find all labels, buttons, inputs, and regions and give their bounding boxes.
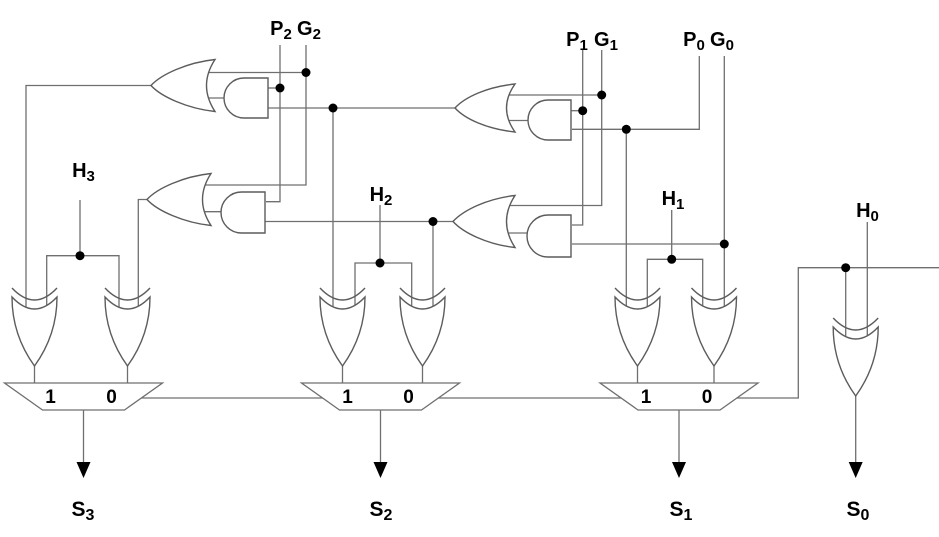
- junction-dot: [578, 106, 588, 116]
- signal-labels: P2 G2 P1 G1 P0 G0 H3 H2 H1 H0 S3 S2 S1 S…: [72, 18, 879, 524]
- label-p0: P0: [683, 29, 705, 54]
- wire-g2: [201, 45, 307, 186]
- mux-s2-input-1-label: 1: [342, 387, 353, 408]
- junction-dot: [621, 124, 631, 134]
- xor-gate-s2-right: [399, 295, 446, 368]
- arrow-s0: [848, 462, 863, 478]
- arrowheads: [76, 462, 863, 478]
- or-gate-carry3-low: [146, 172, 213, 227]
- arrow-s2: [373, 462, 388, 478]
- gates: [11, 58, 879, 398]
- and-gate-carry2-low: [526, 214, 572, 258]
- mux-s1-input-1-label: 1: [641, 387, 652, 408]
- or-gate-carry3-high: [150, 58, 217, 113]
- xor-gate-s1-left: [614, 295, 661, 368]
- mux-s1-input-0-label: 0: [702, 387, 713, 408]
- junction-dot: [841, 263, 851, 273]
- or-gate-carry2-low: [452, 194, 517, 249]
- label-p1: P1: [566, 29, 588, 54]
- wire-carry-in-select: [120, 267, 939, 399]
- junction-dots: [75, 68, 851, 273]
- wires: [25, 45, 939, 466]
- label-g2: G2: [297, 18, 321, 43]
- junction-dot: [75, 251, 85, 261]
- label-h3: H3: [72, 160, 95, 185]
- xor-arc-s2-right: [399, 287, 446, 301]
- mux-s3-input-0-label: 0: [106, 387, 117, 408]
- label-p2: P2: [270, 18, 292, 43]
- xor-arc-s1-right: [690, 287, 738, 301]
- xor-gate-s1-right: [690, 295, 738, 368]
- wire-p1: [572, 50, 584, 226]
- muxes: [2, 382, 761, 411]
- xor-gate-s3-left: [11, 295, 58, 368]
- label-s1: S1: [670, 498, 693, 524]
- xor-gate-s2-left: [319, 295, 366, 368]
- junction-dot: [328, 103, 338, 113]
- junction-dot: [275, 83, 285, 93]
- wire-p2: [266, 45, 281, 203]
- wire-g1: [505, 50, 603, 207]
- xor-arc-s1-left: [614, 287, 661, 301]
- mux-s2-input-0-label: 0: [403, 387, 414, 408]
- junction-dot: [301, 68, 311, 77]
- junction-dot: [375, 258, 385, 268]
- mux-s2: [299, 382, 462, 411]
- wire-carry3-low: [137, 198, 147, 310]
- label-h2: H2: [370, 184, 393, 209]
- junction-dot: [597, 90, 607, 100]
- mux-port-labels: 1 0 1 0 1 0: [45, 387, 712, 408]
- mux-s3-input-1-label: 1: [45, 387, 56, 408]
- xor-gate-s3-right: [104, 295, 151, 368]
- wire-p0: [572, 56, 700, 130]
- or-gate-carry2-high: [454, 83, 517, 133]
- mux-s3: [2, 382, 165, 411]
- label-h1: H1: [662, 188, 685, 213]
- xor-gate-s0: [832, 325, 879, 398]
- and-gate-carry3-low: [220, 191, 266, 234]
- label-g0: G0: [710, 29, 734, 54]
- xor-arc-s0: [832, 317, 879, 331]
- junction-dot: [667, 254, 677, 264]
- junction-dot: [428, 217, 438, 226]
- and-gate-carry2-high: [527, 99, 572, 141]
- label-s0: S0: [847, 498, 870, 524]
- arrow-s3: [76, 462, 91, 478]
- label-s3: S3: [72, 498, 95, 524]
- label-s2: S2: [370, 498, 393, 524]
- wire-carry3-high: [25, 84, 151, 310]
- xor-arc-s2-left: [319, 287, 366, 301]
- junction-dot: [719, 239, 729, 249]
- label-h0: H0: [856, 200, 879, 225]
- xor-arc-s3-left: [11, 287, 58, 301]
- and-gate-carry3-high: [223, 77, 269, 119]
- arrow-s1: [672, 462, 686, 478]
- mux-s1: [597, 382, 761, 411]
- xor-arc-s3-right: [104, 287, 151, 301]
- label-g1: G1: [594, 29, 618, 54]
